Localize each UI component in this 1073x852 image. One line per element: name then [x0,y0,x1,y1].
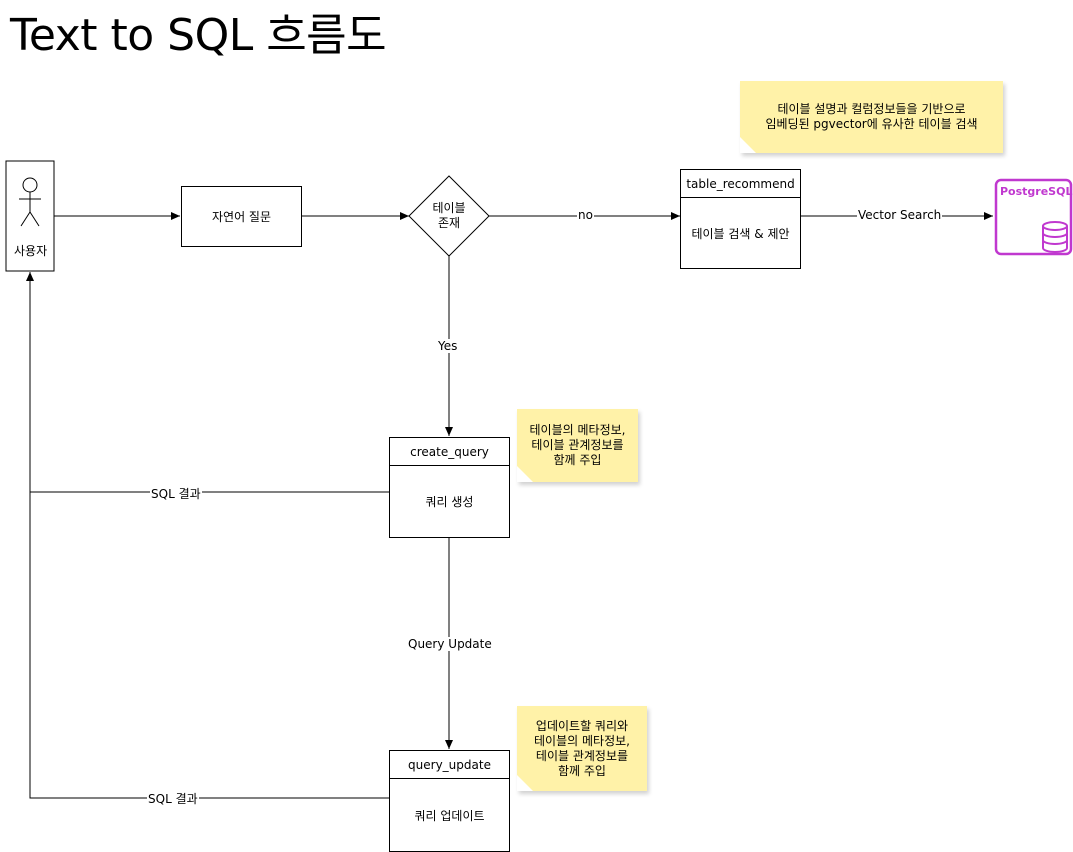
edge-label-no: no [577,208,594,222]
create-query-node: create_query 쿼리 생성 [389,437,510,538]
edge-label-vector-search: Vector Search [857,208,943,222]
database-icon [994,178,1073,256]
note-recommend: 테이블 설명과 컬럼정보들을 기반으로 임베딩된 pgvector에 유사한 테… [740,81,1003,153]
page-title: Text to SQL 흐름도 [10,10,387,61]
edge-label-sql-result-1: SQL 결과 [150,485,202,502]
edge-update-actor [29,492,389,799]
decision-label: 테이블 존재 [432,201,466,230]
decision-diamond [408,175,490,257]
query-update-node: query_update 쿼리 업데이트 [389,750,510,852]
question-label: 자연어 질문 [211,210,271,224]
edge-label-sql-result-2: SQL 결과 [147,790,199,807]
create-query-header: create_query [390,438,509,466]
person-icon [19,177,41,227]
actor-label: 사용자 [14,244,48,258]
edge-label-yes: Yes [437,339,459,353]
query-update-header: query_update [390,751,509,779]
database-label: PostgreSQL [1000,185,1073,198]
edge-create-actor [26,272,389,493]
query-update-body: 쿼리 업데이트 [414,808,485,823]
note-create: 테이블의 메타정보, 테이블 관계정보를 함께 주입 [517,409,638,482]
table-recommend-node: table_recommend 테이블 검색 & 제안 [680,169,801,269]
question-box: 자연어 질문 [181,186,302,247]
edge-label-query-update: Query Update [407,637,493,651]
table-recommend-header: table_recommend [681,170,800,198]
note-update: 업데이트할 쿼리와 테이블의 메타정보, 테이블 관계정보를 함께 주입 [517,706,647,791]
table-recommend-body: 테이블 검색 & 제안 [691,226,790,241]
create-query-body: 쿼리 생성 [425,495,474,509]
